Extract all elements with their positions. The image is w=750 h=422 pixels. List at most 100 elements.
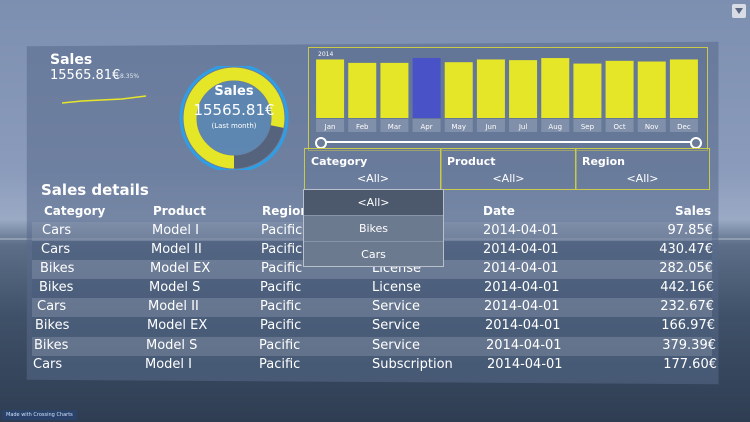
cell-type: Service	[372, 318, 421, 333]
cell-region: Pacific	[260, 280, 302, 295]
cell-date: 2014-04-01	[483, 261, 559, 276]
made-with-badge[interactable]: Made with Crossing Charts	[2, 410, 77, 420]
month-label-feb: Feb	[356, 123, 369, 131]
cell-sales: 282.05€	[659, 261, 713, 276]
cell-date: 2014-04-01	[485, 318, 561, 333]
cell-sales: 442.16€	[660, 280, 714, 295]
cell-date: 2014-04-01	[483, 242, 559, 257]
table-row[interactable]	[32, 260, 712, 279]
dropdown-option-all[interactable]: <All>	[304, 190, 443, 216]
filter-region[interactable]: Region <All>	[575, 148, 710, 190]
cell-region: Pacific	[260, 299, 302, 314]
month-label-bg	[605, 119, 634, 132]
table-row[interactable]	[32, 317, 712, 336]
donut-title: Sales	[214, 84, 254, 99]
cell-category: Bikes	[40, 261, 75, 276]
month-label-bg	[637, 119, 666, 132]
cell-date: 2014-04-01	[484, 280, 560, 295]
cell-product: Model I	[145, 357, 192, 372]
sales-donut-chart	[179, 66, 289, 170]
menu-toggle-button[interactable]	[732, 4, 746, 18]
month-label-mar: Mar	[388, 123, 401, 131]
cell-date: 2014-04-01	[484, 299, 560, 314]
donut-label: Sales 15565.81€ (Last month)	[186, 84, 282, 130]
cell-sales: 232.67€	[660, 299, 714, 314]
dropdown-option-bikes[interactable]: Bikes	[304, 216, 443, 242]
dropdown-option-cars[interactable]: Cars	[361, 248, 386, 261]
cell-category: Bikes	[39, 280, 74, 295]
cell-region: Pacific	[261, 242, 303, 257]
filter-product[interactable]: Product <All>	[440, 148, 577, 190]
filter-product-value: <All>	[492, 172, 525, 185]
cell-sales: 430.47€	[659, 242, 713, 257]
header-region[interactable]: Region	[262, 204, 309, 218]
cell-product: Model EX	[150, 261, 211, 276]
cell-date: 2014-04-01	[483, 223, 559, 238]
cell-type: Service	[372, 299, 421, 314]
header-date[interactable]: Date	[483, 204, 515, 218]
date-range-slider-track[interactable]	[318, 141, 695, 143]
month-label-oct: Oct	[614, 123, 626, 131]
cell-category: Cars	[33, 357, 63, 372]
cell-product: Model I	[152, 223, 199, 238]
bar-dec[interactable]	[669, 59, 698, 118]
cell-region: Pacific	[261, 261, 303, 276]
chart-year-label: 2014	[318, 51, 334, 58]
header-category[interactable]: Category	[44, 204, 106, 218]
header-sales[interactable]: Sales	[675, 204, 712, 218]
bar-apr[interactable]	[412, 58, 441, 118]
cell-sales: 379.39€	[662, 338, 716, 353]
cell-type: Subscription	[372, 357, 453, 372]
month-label-bg	[412, 119, 441, 132]
month-label-sep: Sep	[581, 123, 595, 131]
cell-sales: 97.85€	[667, 223, 714, 238]
cell-type: License	[372, 280, 422, 295]
cell-sales: 166.97€	[661, 318, 715, 333]
filter-product-title: Product	[447, 155, 496, 168]
bar-sep[interactable]	[573, 63, 602, 118]
month-label-bg	[444, 119, 473, 132]
month-label-jan: Jan	[324, 123, 336, 131]
sales-details-title: Sales details	[41, 181, 149, 199]
month-label-bg	[476, 119, 505, 132]
table-row[interactable]	[32, 279, 712, 298]
sales-kpi-delta: +8.35%	[115, 73, 140, 80]
bar-may[interactable]	[444, 62, 473, 118]
bar-jun[interactable]	[476, 59, 505, 118]
month-label-bg	[316, 119, 345, 132]
sales-kpi-title: Sales	[50, 52, 93, 68]
cell-date: 2014-04-01	[487, 357, 563, 372]
sales-kpi-value: 15565.81€	[50, 68, 121, 83]
bar-jan[interactable]	[316, 59, 345, 118]
bar-mar[interactable]	[380, 62, 409, 118]
filter-region-value: <All>	[626, 172, 659, 185]
cell-region: Pacific	[260, 318, 302, 333]
filter-category[interactable]: Category <All>	[304, 148, 442, 190]
sales-sparkline	[62, 95, 147, 104]
cell-region: Pacific	[261, 223, 303, 238]
cell-category: Bikes	[34, 338, 69, 353]
table-row[interactable]	[32, 337, 712, 356]
cell-product: Model EX	[147, 318, 208, 333]
filter-category-title: Category	[311, 155, 368, 168]
month-label-nov: Nov	[645, 123, 659, 131]
donut-subtitle: (Last month)	[211, 122, 257, 130]
month-label-bg	[541, 119, 570, 132]
cell-product: Model II	[151, 242, 202, 257]
bar-oct[interactable]	[605, 60, 634, 118]
table-row[interactable]	[32, 298, 712, 317]
table-row[interactable]	[32, 356, 712, 375]
donut-value: 15565.81€	[193, 101, 275, 119]
bar-feb[interactable]	[348, 62, 377, 118]
cell-date: 2014-04-01	[486, 338, 562, 353]
header-product[interactable]: Product	[153, 204, 206, 218]
cell-category: Cars	[42, 223, 72, 238]
bar-jul[interactable]	[509, 60, 538, 118]
month-label-aug: Aug	[548, 123, 562, 131]
cell-category: Cars	[41, 242, 71, 257]
month-label-apr: Apr	[421, 123, 433, 131]
bar-aug[interactable]	[541, 58, 570, 118]
month-label-bg	[573, 119, 602, 132]
bar-nov[interactable]	[637, 61, 666, 118]
